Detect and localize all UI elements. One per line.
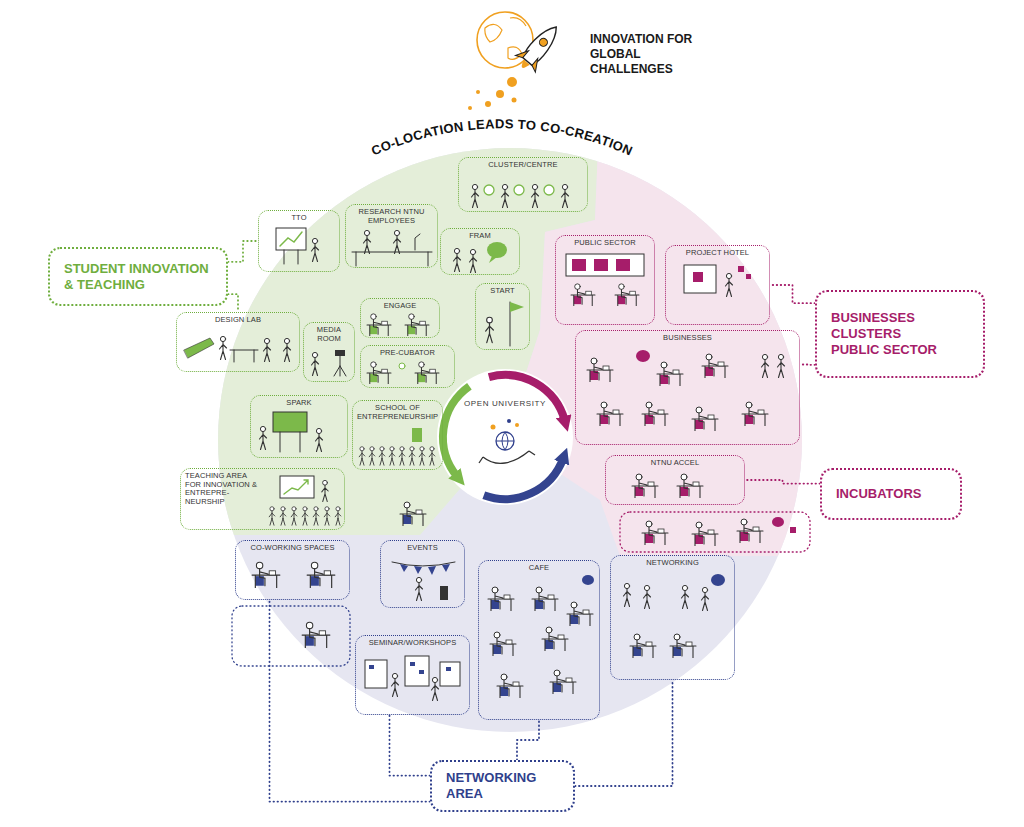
globe-lines xyxy=(496,432,514,450)
zone-label: NTNU ACCEL xyxy=(610,459,740,468)
leader-line xyxy=(228,294,238,312)
hand-icon xyxy=(479,451,535,463)
zone-area: NTNU ACCEL xyxy=(605,455,745,505)
zone-label: TEACHING AREA FOR INNOVATION & ENTREPRE-… xyxy=(185,472,263,507)
group-label: INCUBATORS xyxy=(836,486,921,502)
zone-area: NETWORKING xyxy=(610,555,735,680)
group-label-box: NETWORKING AREA xyxy=(430,760,575,812)
leader-line xyxy=(517,720,539,760)
zone-area: BUSINESSES xyxy=(575,330,800,445)
zone-label: SCHOOL OF ENTREPRENEURSHIP xyxy=(357,404,438,421)
group-label-box: INCUBATORS xyxy=(820,468,962,520)
zone-label: ENGAGE xyxy=(365,302,435,311)
zone-label: START xyxy=(480,287,525,296)
zone-label: PRE-CUBATOR xyxy=(365,349,450,358)
group-label-box: STUDENT INNOVATION & TEACHING xyxy=(48,247,228,306)
zone-label: PROJECT HOTEL xyxy=(670,249,765,258)
leader-line xyxy=(800,364,815,366)
group-label: NETWORKING AREA xyxy=(446,770,546,802)
leader-line xyxy=(770,285,815,303)
zone-area: CO-WORKING SPACES xyxy=(235,540,350,600)
zone-label: CO-WORKING SPACES xyxy=(240,544,345,553)
leader-line xyxy=(745,480,820,484)
zone-label: MEDIA ROOM xyxy=(308,326,350,343)
zone-label: RESEARCH NTNU EMPLOYEES xyxy=(350,208,433,225)
zone-area: DESIGN LAB xyxy=(176,312,300,372)
zone-area: CAFE xyxy=(478,560,600,720)
zone-label: FRAM xyxy=(445,232,515,241)
leader-line xyxy=(270,600,431,802)
hub-circle: OPEN UNIVERSITY xyxy=(453,385,557,489)
zone-label: CLUSTER/CENTRE xyxy=(463,161,583,170)
leader-line xyxy=(575,680,673,786)
zone-label: EVENTS xyxy=(385,544,460,553)
zone-area: SPARK xyxy=(250,395,348,458)
zone-label: NETWORKING xyxy=(615,559,730,568)
zone-area: PROJECT HOTEL xyxy=(665,245,770,325)
group-label: STUDENT INNOVATION & TEACHING xyxy=(64,261,216,293)
zone-area: CLUSTER/CENTRE xyxy=(458,157,588,212)
zone-area: PUBLIC SECTOR xyxy=(555,235,655,325)
group-label: BUSINESSES CLUSTERS PUBLIC SECTOR xyxy=(831,310,941,358)
zone-label: SPARK xyxy=(255,399,343,408)
zone-area: START xyxy=(475,283,530,350)
idea-dot xyxy=(515,423,519,427)
zone-label: CAFE xyxy=(483,564,595,573)
zone-area: TTO xyxy=(258,210,340,272)
zone-label: DESIGN LAB xyxy=(181,316,295,325)
hub-ring xyxy=(437,369,573,505)
idea-dot xyxy=(491,425,496,430)
zone-label: PUBLIC SECTOR xyxy=(560,239,650,248)
hub-label: OPEN UNIVERSITY xyxy=(453,400,557,409)
zone-area: ENGAGE xyxy=(360,298,440,338)
zone-area: MEDIA ROOM xyxy=(303,322,355,382)
leader-line xyxy=(390,715,431,776)
leader-line xyxy=(228,241,258,262)
globe-icon xyxy=(496,432,514,450)
zone-area: FRAM xyxy=(440,228,520,275)
zone-area: PRE-CUBATOR xyxy=(360,345,455,388)
zone-label: BUSINESSES xyxy=(580,334,795,343)
zone-area: RESEARCH NTNU EMPLOYEES xyxy=(345,204,438,268)
zone-area: TEACHING AREA FOR INNOVATION & ENTREPRE-… xyxy=(180,468,345,530)
rocket-globe xyxy=(468,12,566,110)
hub-fill xyxy=(454,386,556,488)
zone-label: SEMINAR/WORKSHOPS xyxy=(360,639,465,648)
idea-dot xyxy=(507,419,511,423)
zone-area: EVENTS xyxy=(380,540,465,608)
title: INNOVATION FOR GLOBAL CHALLENGES xyxy=(590,32,702,77)
zone-area: SEMINAR/WORKSHOPS xyxy=(355,635,470,715)
arc-heading-text: CO-LOCATION LEADS TO CO-CREATION xyxy=(369,116,635,158)
zone-label: TTO xyxy=(263,214,335,223)
people-sketches xyxy=(184,184,810,700)
zone-area: SCHOOL OF ENTREPRENEURSHIP xyxy=(352,400,443,470)
arc-heading: CO-LOCATION LEADS TO CO-CREATION xyxy=(369,116,635,158)
group-label-box: BUSINESSES CLUSTERS PUBLIC SECTOR xyxy=(815,290,985,378)
